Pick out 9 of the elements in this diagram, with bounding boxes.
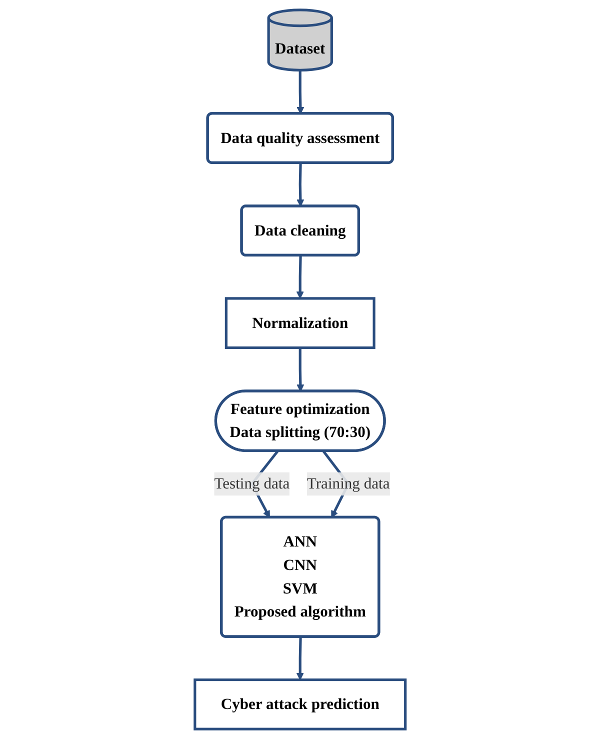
edge-label: Training data [307, 474, 390, 492]
arrow [296, 636, 304, 680]
arrow [297, 163, 305, 207]
edge-label: Testing data [214, 474, 290, 492]
node-box: Cyber attack prediction [194, 678, 407, 730]
node-box: Normalization [225, 297, 376, 350]
arrow [297, 348, 305, 392]
arrow [296, 256, 304, 299]
arrow [297, 70, 305, 114]
